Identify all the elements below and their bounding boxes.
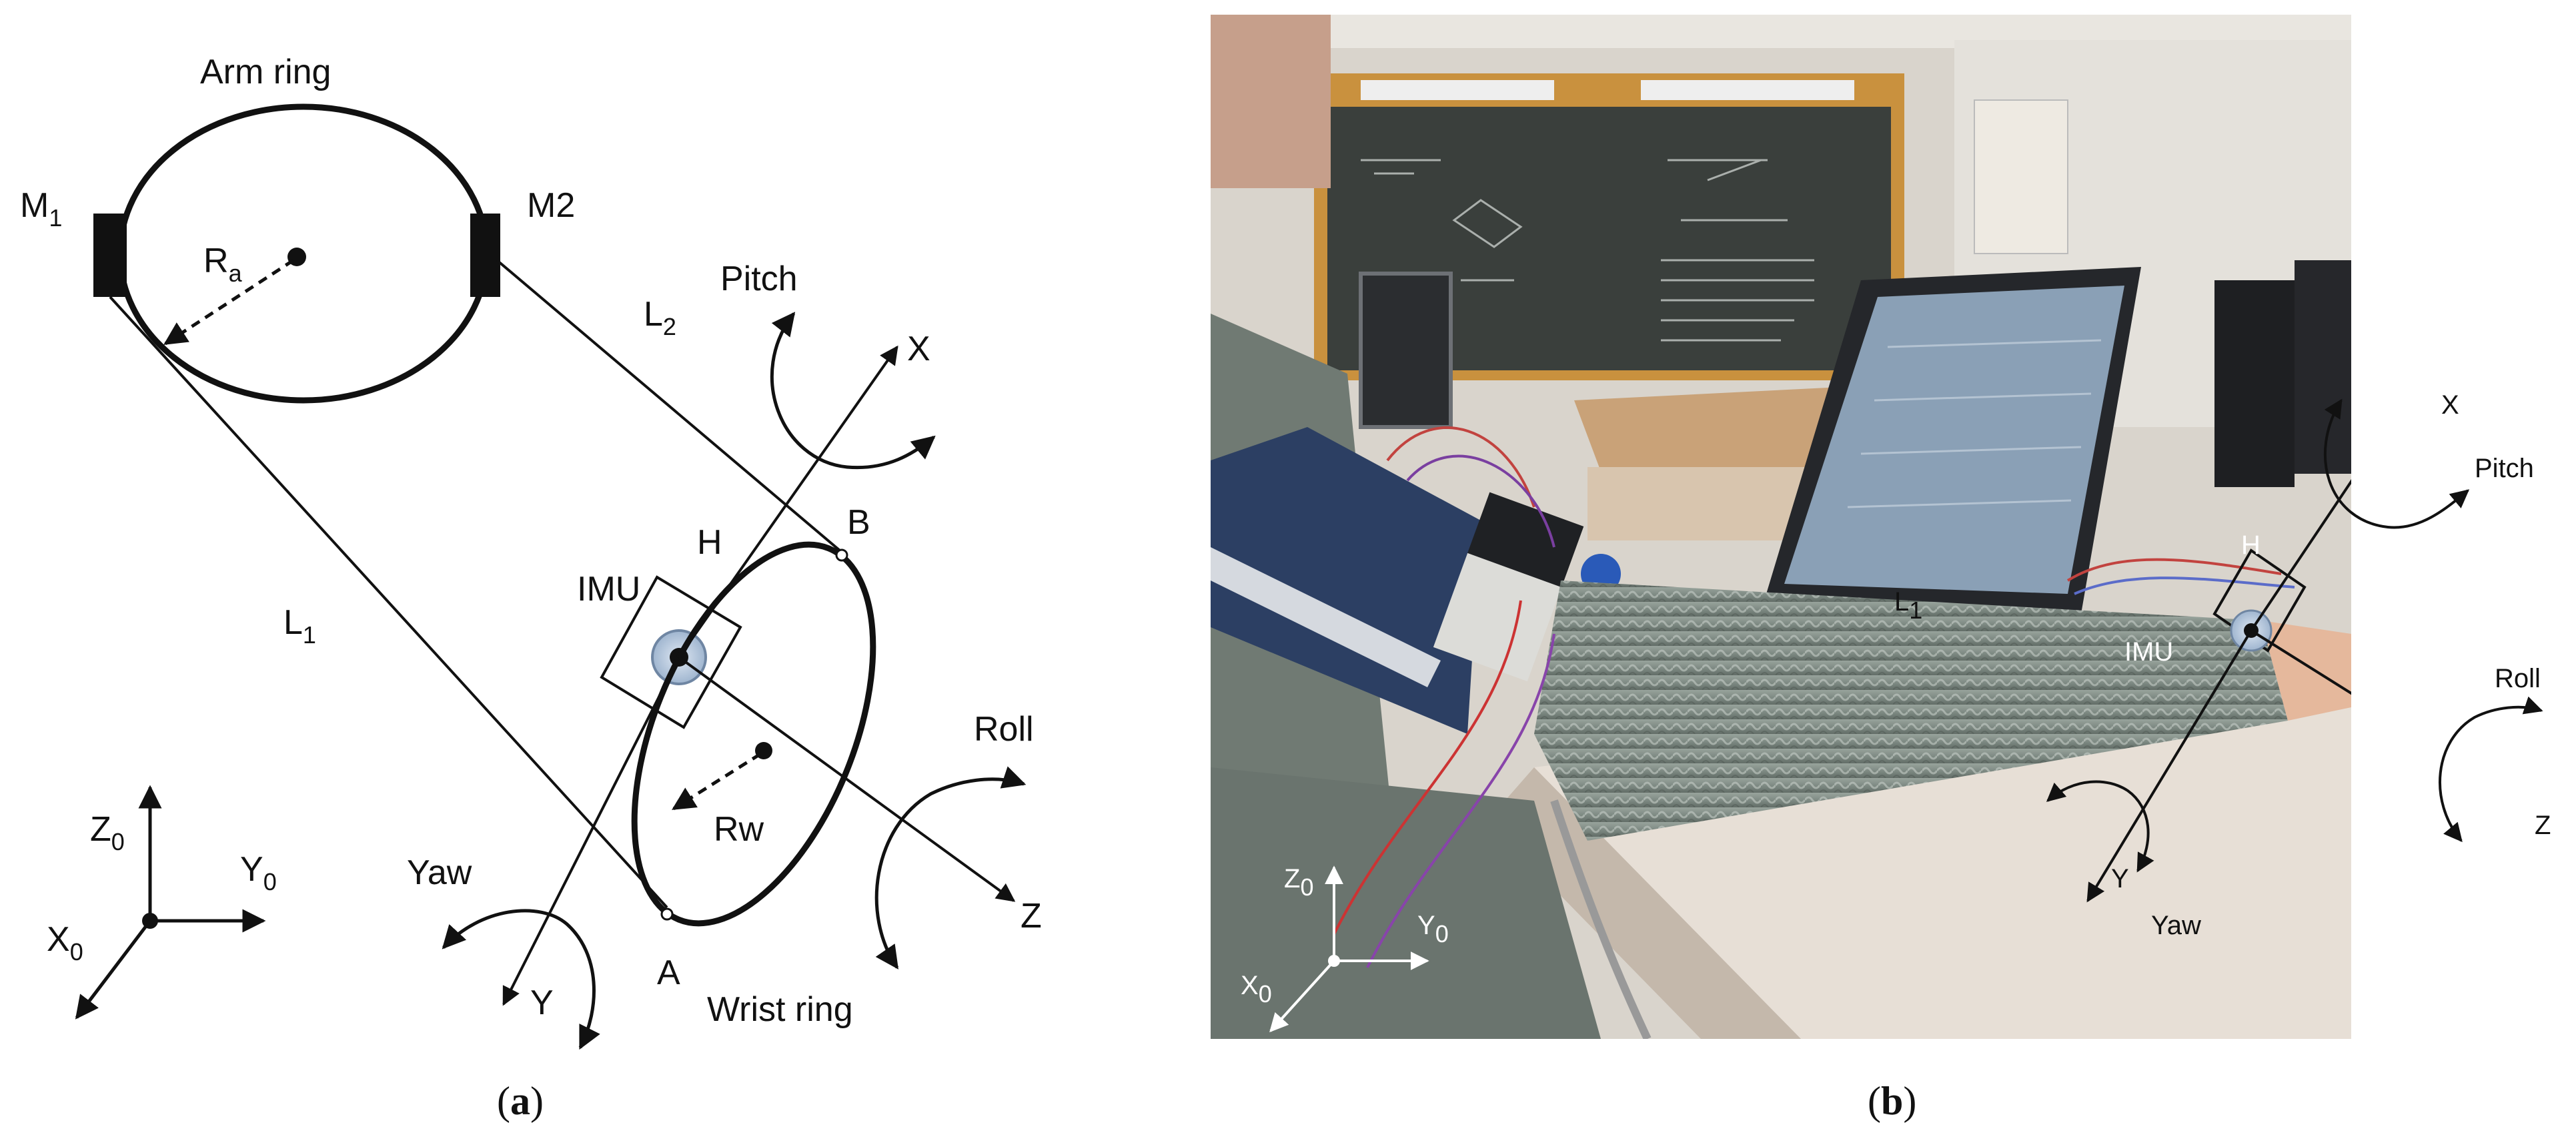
chalkboard-light-2: [1641, 80, 1854, 100]
photo-h-label: H: [2241, 530, 2261, 560]
person-shoulder: [1211, 15, 1331, 188]
z-axis-label: Z: [1021, 897, 1042, 935]
wrist-ring-label: Wrist ring: [707, 990, 853, 1029]
wrist-ring: [631, 541, 876, 927]
roll-arrow-icon: [874, 766, 1027, 970]
cable-l2: [496, 259, 845, 555]
pitch-label: Pitch: [720, 260, 798, 298]
laptop-display-lines: [1847, 339, 2102, 508]
laptop-display: [1784, 286, 2124, 594]
l2-label: L2: [644, 295, 676, 340]
photo-y-label: Y: [2111, 864, 2129, 893]
photo-z-label: Z: [2535, 811, 2551, 840]
photo-z0-label: Z0: [1284, 864, 1313, 901]
rw-label: Rw: [714, 810, 764, 849]
paper-on-wall: [1974, 99, 2068, 254]
hand: [2261, 621, 2351, 721]
chalk-writing: [1361, 159, 1814, 342]
back-monitor: [1359, 272, 1453, 429]
photo-roll-arrow-icon: [2438, 696, 2543, 843]
photo-imu-box: [2212, 548, 2307, 653]
computer-tower-2: [2295, 260, 2351, 474]
b-label: B: [847, 503, 870, 542]
chalkboard-light: [1361, 80, 1554, 100]
m2-label: M2: [527, 186, 575, 225]
global-x0-axis: [75, 919, 151, 1020]
x0-label: X0: [47, 920, 83, 966]
imu-label: IMU: [577, 570, 640, 609]
caption-b: (b): [1868, 1079, 1916, 1123]
motor-m2-block: [470, 214, 500, 297]
photo-pitch-label: Pitch: [2475, 454, 2534, 483]
yaw-label: Yaw: [407, 853, 472, 892]
y-axis-label: Y: [530, 984, 554, 1022]
a-label: A: [657, 954, 680, 992]
motor-mount: [1433, 552, 1562, 682]
y0-label: Y0: [240, 850, 277, 895]
photo-y0-label: Y0: [1417, 911, 1449, 947]
photo-x-label: X: [2441, 390, 2459, 420]
photo-pitch-arrow-icon: [2323, 398, 2470, 529]
photo-global-x0-axis: [1269, 960, 1335, 1033]
photo-roll-label: Roll: [2495, 664, 2541, 693]
anchor-point-b: [835, 548, 848, 562]
photo-l1-label: L1: [1894, 587, 1922, 624]
cable-l1: [109, 296, 668, 909]
computer-tower: [2214, 280, 2295, 487]
motor-m1-block: [93, 214, 127, 297]
photo-x0-label: X0: [1241, 971, 1272, 1008]
l1-label: L1: [283, 603, 316, 649]
panel-b-photo: L1 IMU H Y Yaw Z0 Y0 X0 X Pitch Roll Z (…: [1211, 15, 2551, 1123]
ra-label: Ra: [203, 242, 243, 287]
m1-label: M1: [20, 186, 62, 232]
axis-y-line: [502, 657, 680, 1006]
pitch-arrow-icon: [770, 312, 936, 470]
photo-axis-x-line: [2250, 479, 2351, 632]
photo-yaw-label: Yaw: [2151, 911, 2201, 940]
h-label: H: [697, 523, 722, 562]
panel-a-diagram: Arm ring M1 M2 Ra L2 L1 Pitch X H B IMU …: [20, 53, 1042, 1123]
z0-label: Z0: [90, 810, 125, 855]
arm-ring-label: Arm ring: [200, 53, 331, 91]
wires: [1333, 426, 2295, 1039]
forearm-sleeve: [1534, 581, 2288, 841]
photo-yaw-arrow-icon: [2046, 780, 2154, 873]
axis-x-line: [678, 345, 898, 659]
yaw-arrow-icon: [442, 909, 600, 1050]
x-axis-label: X: [907, 330, 930, 368]
caption-a: (a): [497, 1079, 544, 1123]
anchor-point-a: [660, 907, 674, 921]
roll-label: Roll: [974, 710, 1034, 749]
radius-rw-line: [672, 752, 762, 811]
photo-imu-label: IMU: [2124, 637, 2173, 667]
axis-z-line: [678, 656, 1016, 902]
cuff-strap: [1211, 547, 1441, 687]
photo-axis-z-line: [2250, 629, 2351, 695]
